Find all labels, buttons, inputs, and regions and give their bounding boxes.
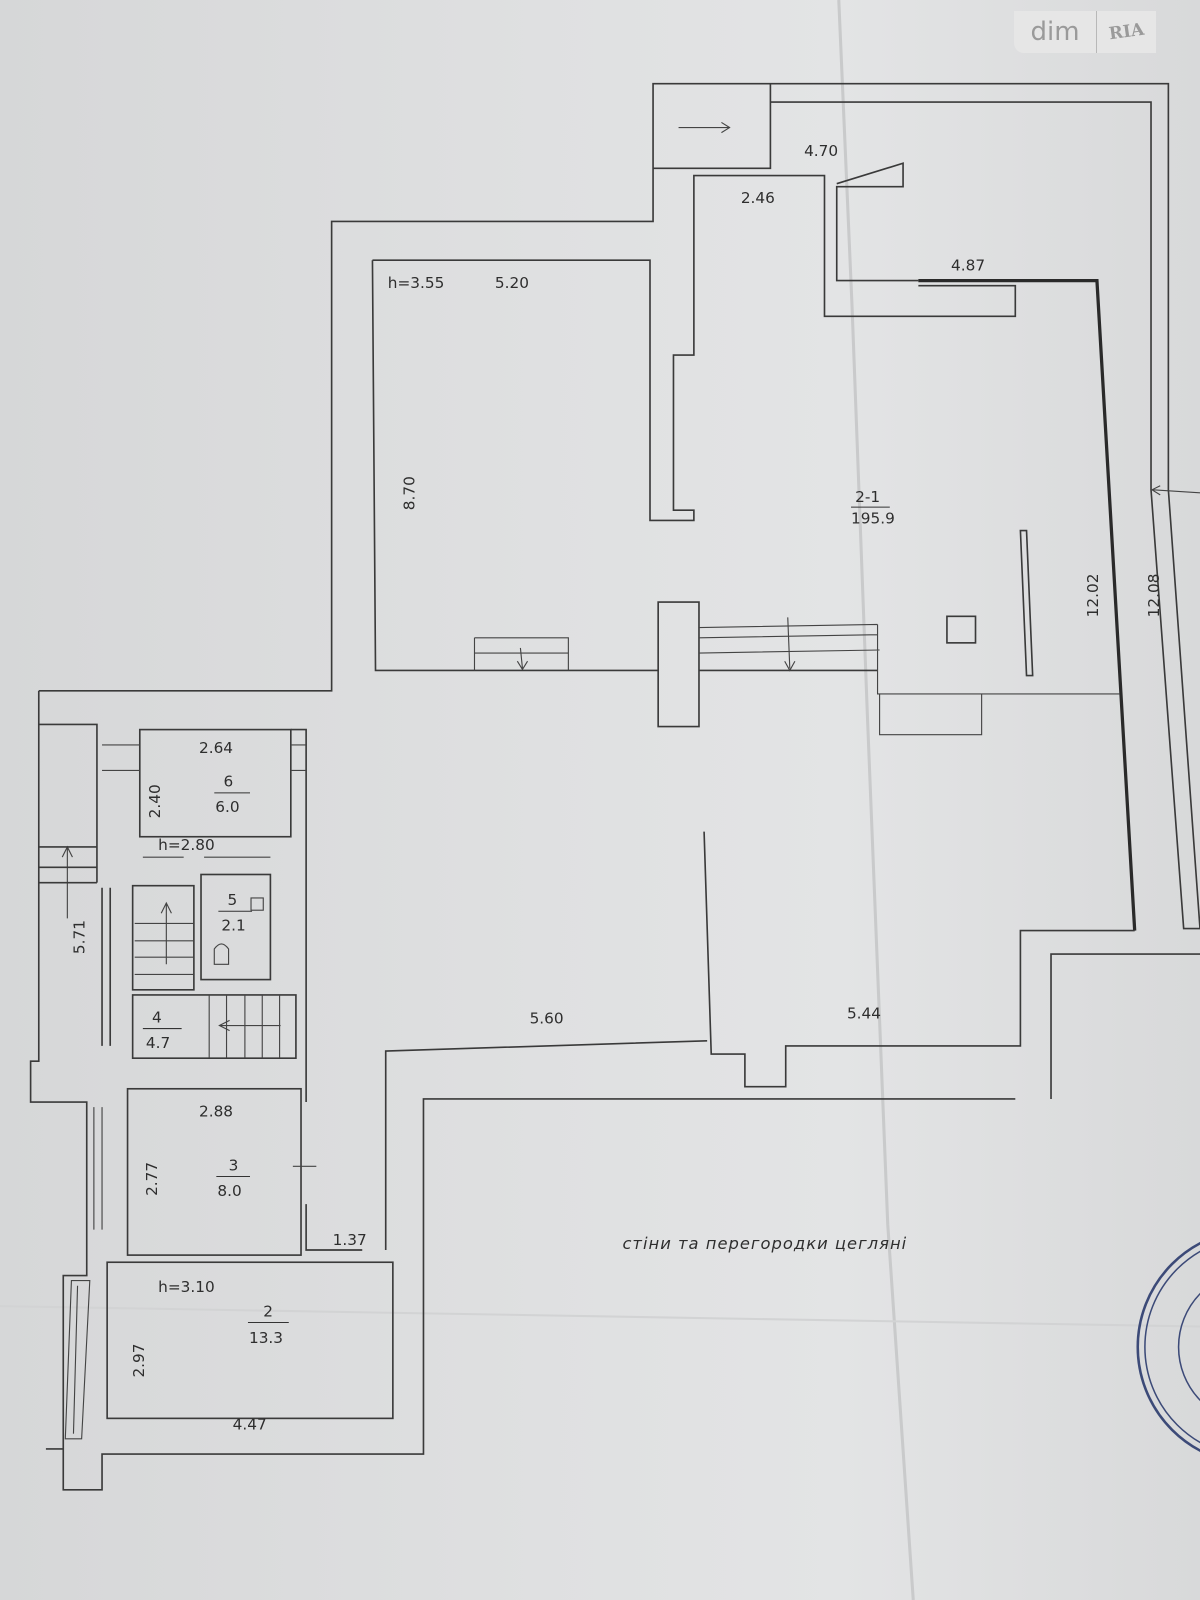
dimension-label: 4.70 [804,142,838,160]
room-number: 4 [152,1008,162,1026]
dimension-label: 2.46 [741,189,775,207]
paper-fold [0,1305,1200,1328]
dimension-label: 5.60 [530,1009,564,1027]
room-area: 13.3 [249,1329,283,1347]
main-room-area: 195.9 [851,509,895,527]
height-label: h=3.55 [388,274,445,292]
height-label: h=3.10 [158,1278,215,1296]
dimension-label: 2.77 [143,1162,161,1196]
room-area: 2.1 [221,917,245,935]
main-room-number: 2-1 [855,488,880,506]
logo-dim: dim [1014,11,1097,53]
dimension-label: 5.71 [71,920,89,954]
dimension-label: 8.70 [400,476,418,510]
room-number: 3 [229,1156,239,1174]
room-6 [138,728,292,838]
outer-walls [29,82,1200,1491]
dimension-label: 1.37 [333,1231,367,1249]
dimension-label: 12.08 [1145,574,1163,618]
room-number: 2 [263,1302,273,1320]
room-4-stairs [131,884,297,1059]
room-5 [200,873,272,981]
logo-ria: RIA [1107,19,1146,45]
room-number: 6 [223,773,233,791]
dimension-label: 5.20 [495,274,529,292]
room-number: 5 [228,891,238,909]
dimension-label: 2.97 [130,1343,148,1377]
plan-labels: h=3.55 5.20 8.70 2.46 4.70 4.87 2-1 195.… [71,142,1163,1433]
dimension-label: 2.64 [199,739,233,757]
paper-fold [837,0,915,1600]
dimension-label: 4.47 [233,1416,267,1434]
toilet-icon [213,943,230,965]
dimension-label: 12.02 [1084,574,1102,618]
room-2 [106,1261,394,1420]
main-hall-walls [290,121,1200,1251]
sink-icon [250,897,264,911]
dimension-label: 2.88 [199,1102,233,1120]
height-label: h=2.80 [158,836,215,854]
official-stamp [1136,1241,1200,1452]
room-area: 6.0 [215,798,239,816]
room-area: 8.0 [217,1182,241,1200]
small-rooms-walls [38,723,394,1440]
dimria-logo: dim RIA [1014,11,1156,53]
dimension-label: 4.87 [951,256,985,274]
wall-material-note: стіни та перегородки цегляні [622,1234,907,1253]
dimension-label: 2.40 [146,784,164,818]
room-area: 4.7 [146,1034,170,1052]
dimension-label: 5.44 [847,1004,881,1022]
room-3 [126,1087,302,1256]
